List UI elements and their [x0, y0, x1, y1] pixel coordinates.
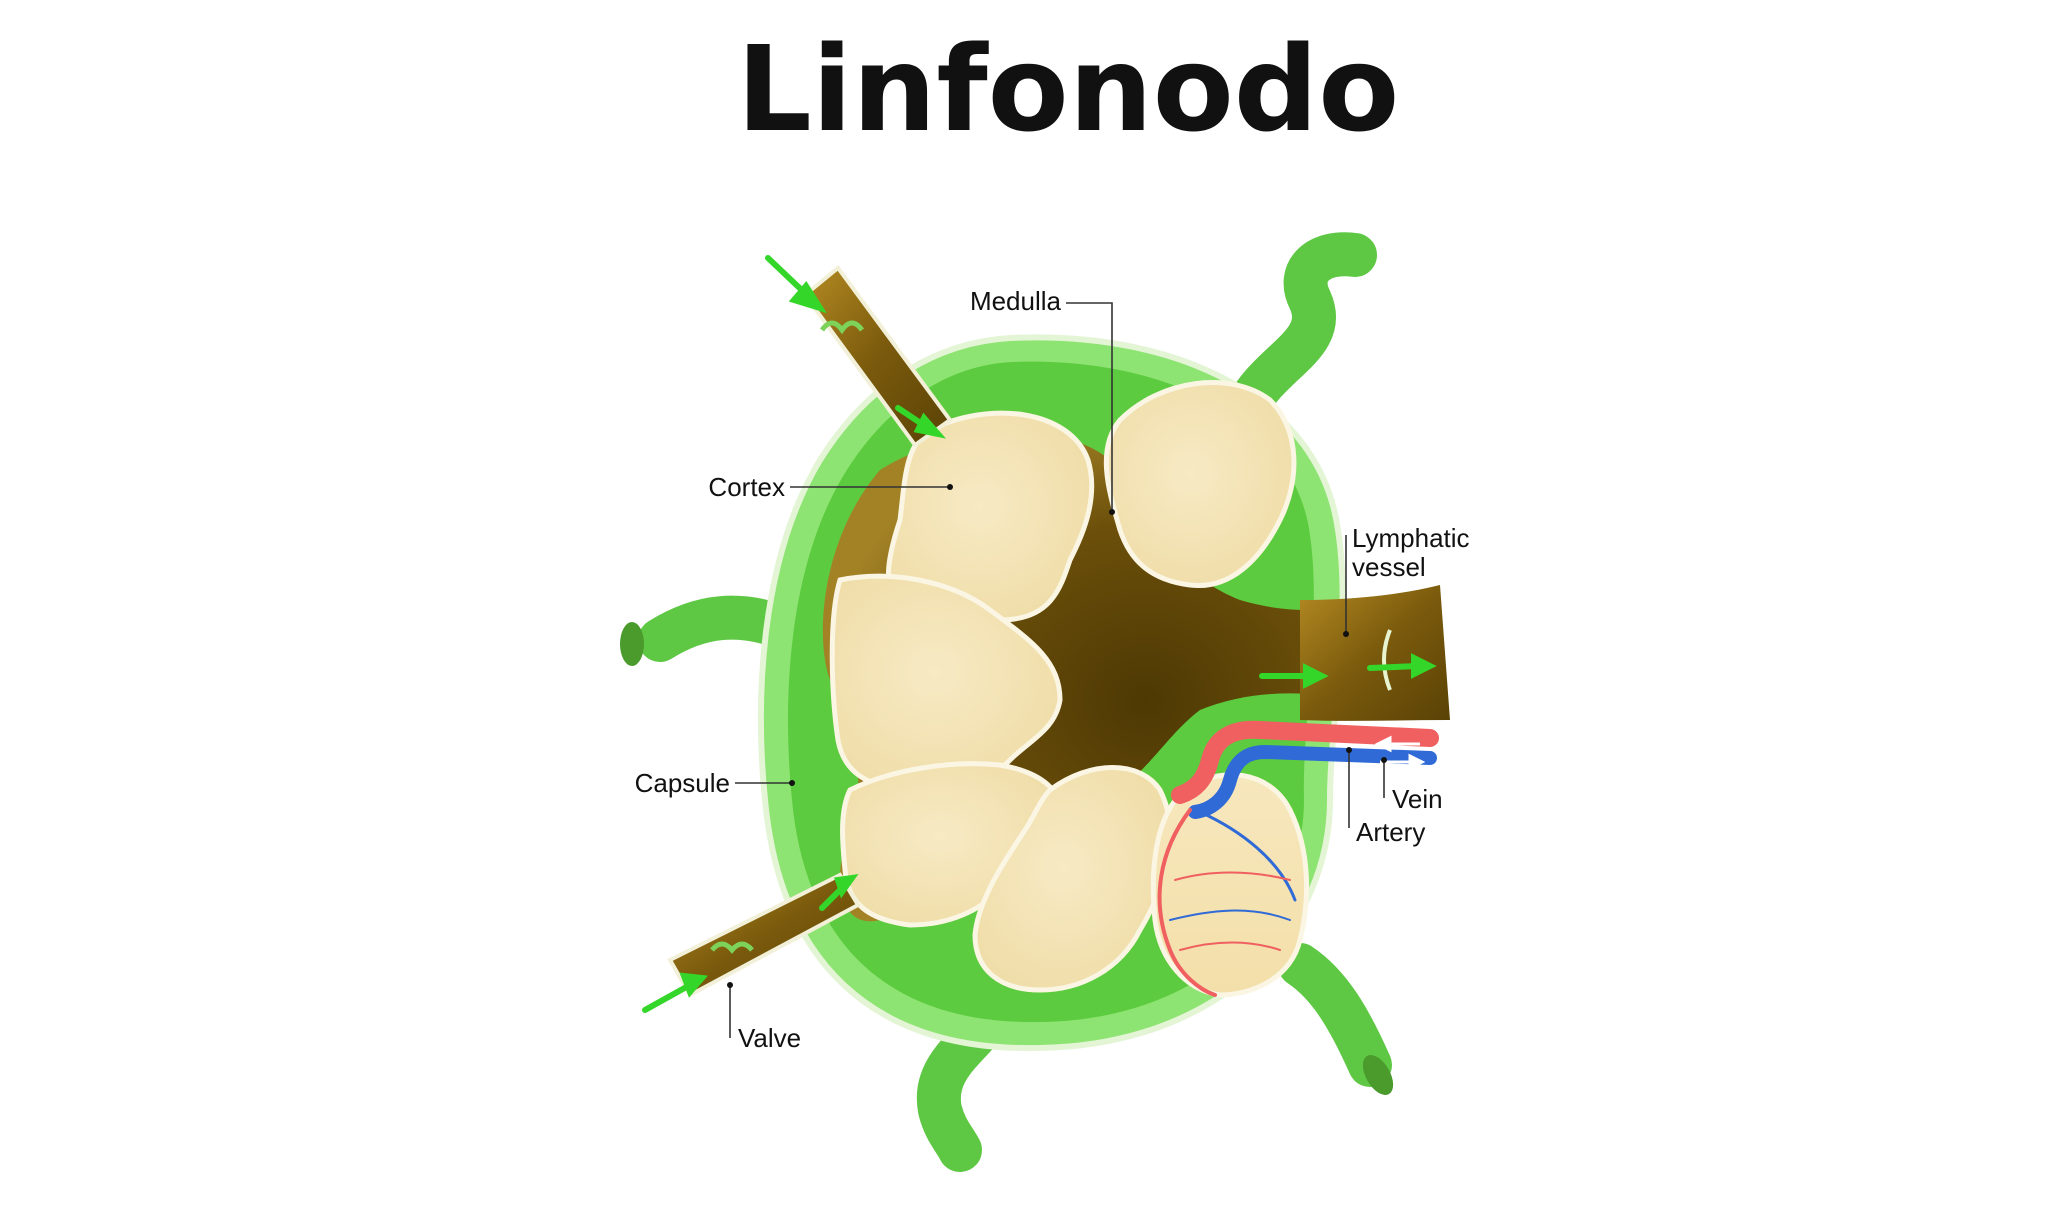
- label-vein: Vein: [1392, 784, 1443, 814]
- stalk-top-right: [1245, 254, 1355, 410]
- label-capsule: Capsule: [635, 768, 730, 798]
- label-lymphatic-vessel-line2: vessel: [1352, 552, 1426, 582]
- stalk-bottom-right: [1300, 965, 1370, 1065]
- label-valve: Valve: [738, 1023, 801, 1053]
- stalk-left-end: [620, 622, 644, 666]
- label-artery: Artery: [1356, 817, 1425, 847]
- label-cortex: Cortex: [708, 472, 785, 502]
- label-lymphatic-vessel-line1: Lymphatic: [1352, 523, 1470, 553]
- diagram-title: Linfonodo: [737, 20, 1400, 158]
- label-medulla: Medulla: [970, 286, 1062, 316]
- efferent-vessel: [1300, 585, 1450, 721]
